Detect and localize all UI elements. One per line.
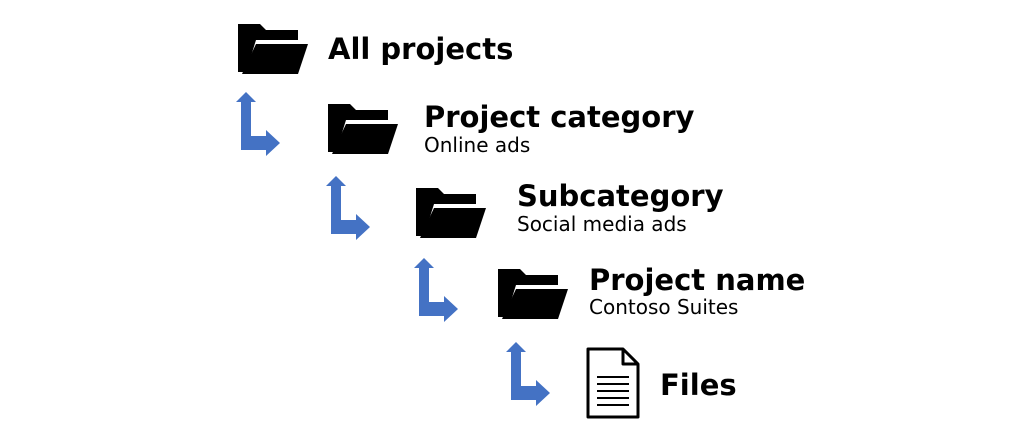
document-icon bbox=[586, 347, 640, 419]
folder-icon bbox=[416, 188, 486, 238]
node-title: Subcategory bbox=[517, 179, 724, 213]
node-title: Project category bbox=[424, 100, 695, 134]
node-title: Files bbox=[660, 368, 737, 402]
node-subtitle: Social media ads bbox=[517, 212, 687, 236]
node-subtitle: Contoso Suites bbox=[589, 295, 739, 319]
folder-icon bbox=[328, 104, 398, 154]
folder-icon bbox=[238, 24, 308, 74]
arrow-down-right-icon bbox=[326, 176, 370, 240]
node-subtitle: Online ads bbox=[424, 133, 531, 157]
arrow-down-right-icon bbox=[236, 92, 280, 156]
node-title: All projects bbox=[328, 32, 514, 66]
node-title: Project name bbox=[589, 263, 806, 297]
arrow-down-right-icon bbox=[506, 342, 550, 406]
arrow-down-right-icon bbox=[414, 258, 458, 322]
folder-icon bbox=[498, 269, 568, 319]
